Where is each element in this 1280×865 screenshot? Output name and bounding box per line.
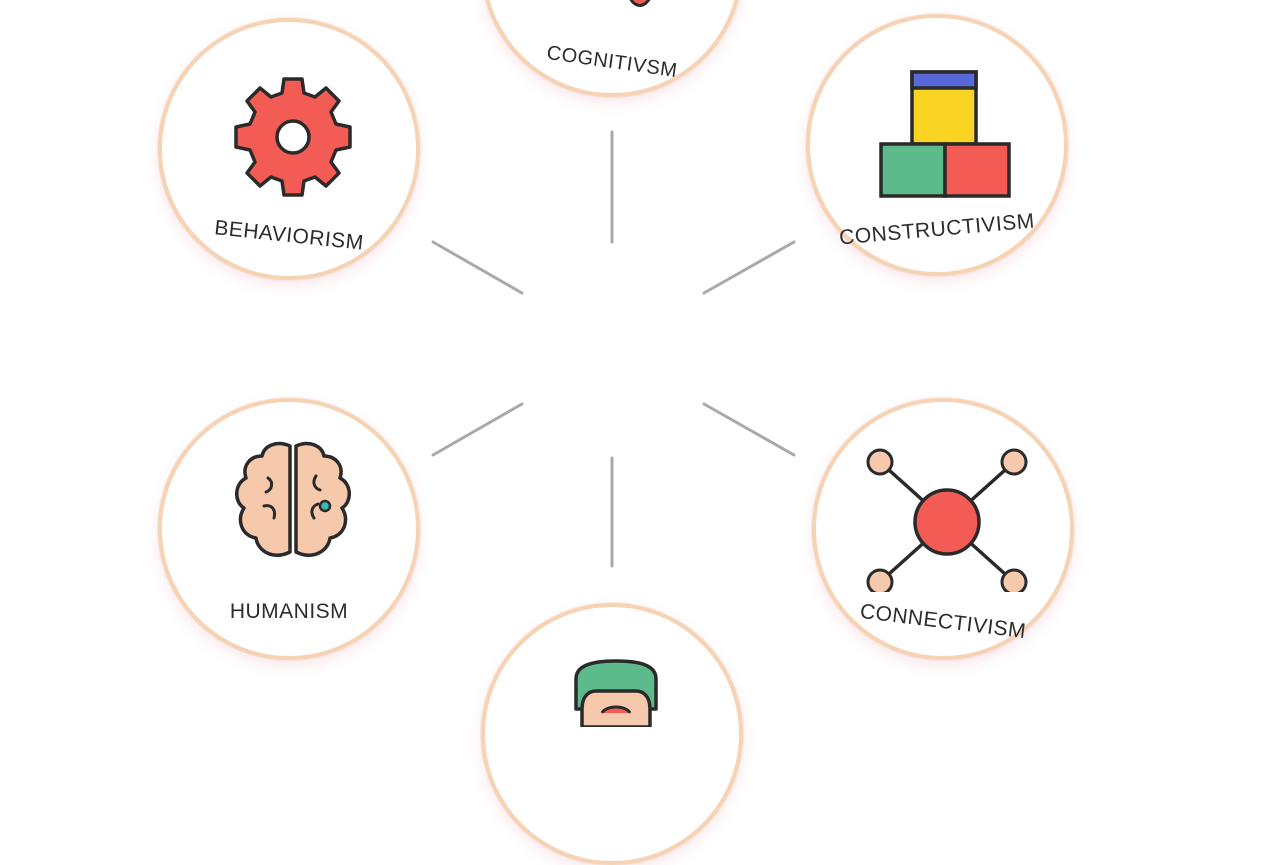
node-label: CONNECTIVISM	[858, 599, 1028, 644]
connector-lower-left	[431, 402, 524, 457]
node-humanism[interactable]: HUMANISM	[158, 398, 420, 660]
node-label: HUMANISM	[229, 600, 349, 623]
node-cognitivism[interactable]: COGNITIVSM	[481, 0, 743, 97]
node-bottom[interactable]	[481, 603, 743, 865]
person-icon	[574, 659, 658, 727]
network-icon	[866, 448, 1028, 592]
gear-icon	[234, 77, 352, 197]
connector-upper-right	[702, 240, 796, 295]
node-label: BEHAVIORISM	[213, 216, 365, 255]
connector-upper-left	[431, 240, 524, 295]
diagram-canvas: COGNITIVSM BEHAVIORISM CONSTRUCTIVISM	[158, 0, 1074, 865]
brain-icon	[235, 441, 351, 557]
node-connectivism[interactable]: CONNECTIVISM	[812, 398, 1074, 660]
node-label: COGNITIVSM	[545, 41, 679, 83]
head-icon	[629, 0, 651, 7]
node-label: CONSTRUCTIVISM	[838, 209, 1036, 250]
blocks-icon	[879, 70, 1011, 198]
node-constructivism[interactable]: CONSTRUCTIVISM	[806, 14, 1068, 276]
connector-lower-right	[702, 402, 796, 457]
node-behaviorism[interactable]: BEHAVIORISM	[158, 18, 420, 280]
